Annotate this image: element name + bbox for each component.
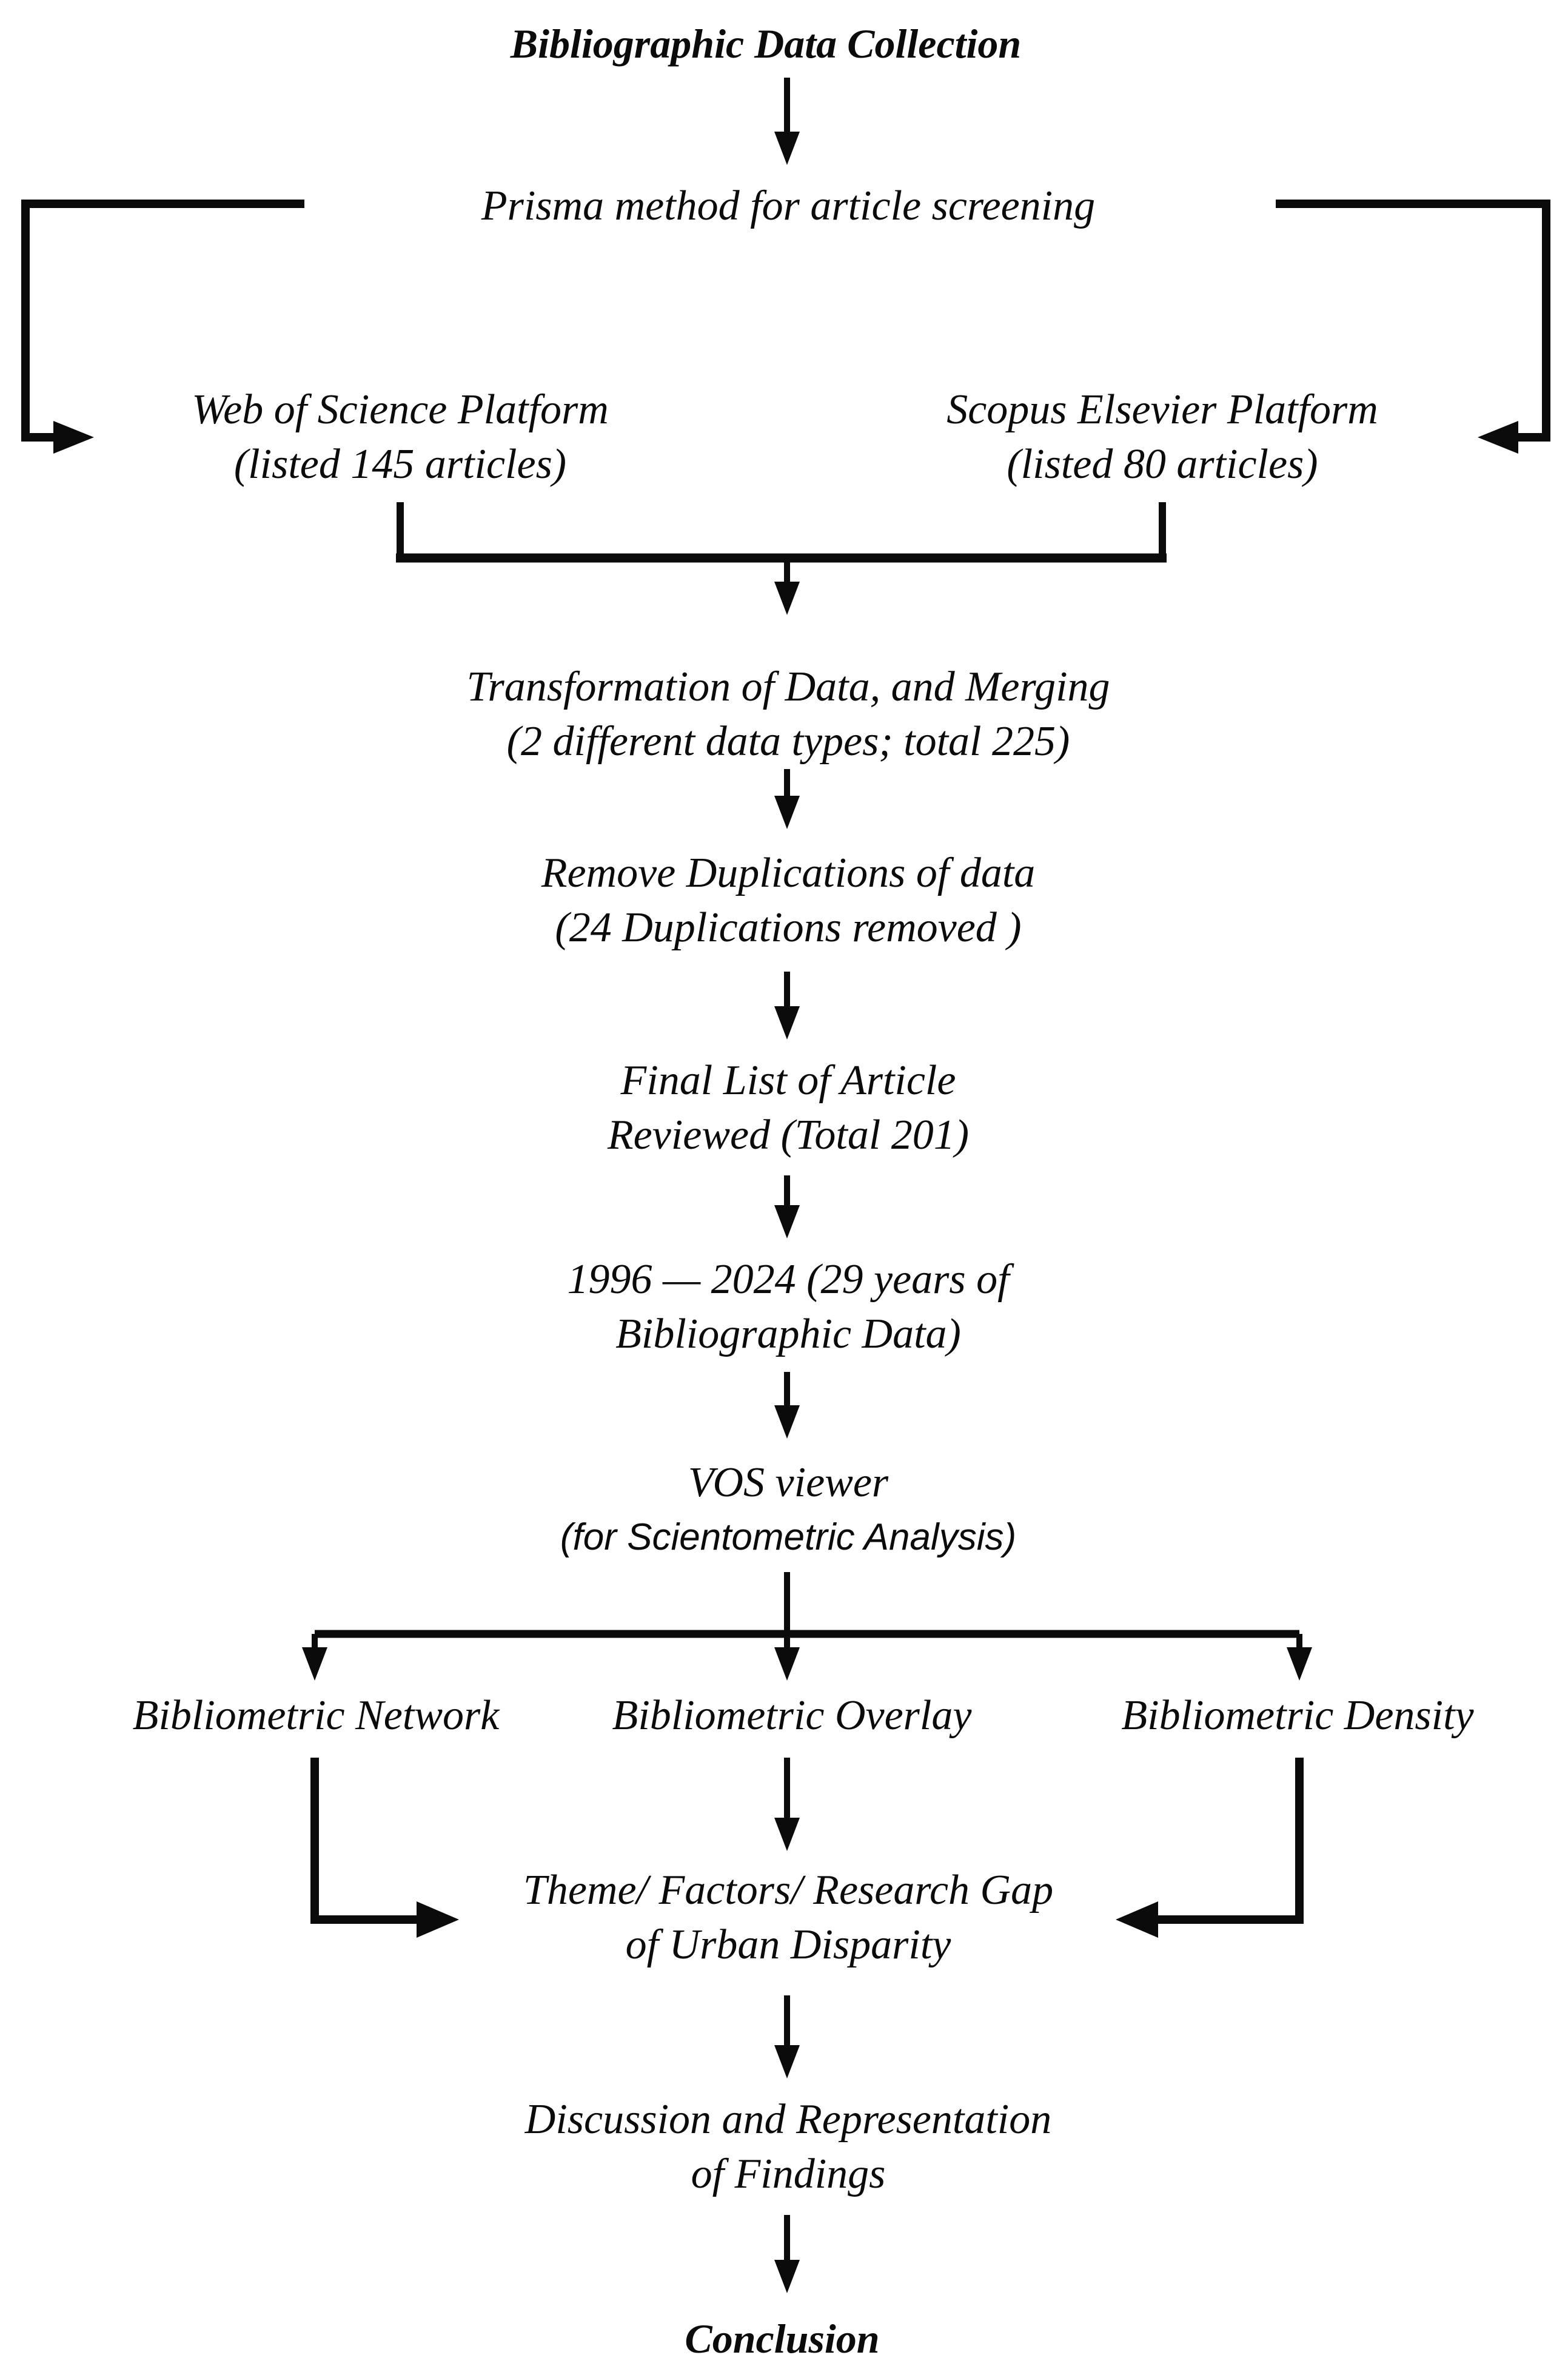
- years-line1: 1996 — 2024 (29 years of: [567, 1256, 1010, 1303]
- conclusion-text: Conclusion: [685, 2316, 880, 2362]
- node-prisma-screening: Prisma method for article screening: [481, 179, 1095, 234]
- arrowhead-theme-to-discussion: [774, 2045, 800, 2078]
- node-bibliometric-overlay: Bibliometric Overlay: [612, 1689, 972, 1743]
- bracket-left-prisma-to-wos: [21, 200, 304, 442]
- wos-detail: (listed 145 articles): [233, 441, 567, 488]
- arrowhead-transform-to-dedup: [774, 796, 800, 829]
- arrowhead-title-to-prisma: [774, 132, 800, 165]
- arrowhead-density-to-theme: [1116, 1901, 1158, 1938]
- wos-name: Web of Science Platform: [192, 386, 609, 433]
- scopus-detail: (listed 80 articles): [1007, 441, 1318, 488]
- arrowhead-into-wos: [53, 421, 94, 454]
- years-line2: Bibliographic Data): [615, 1311, 961, 1357]
- node-years-range: 1996 — 2024 (29 years of Bibliographic D…: [567, 1252, 1009, 1362]
- final-list-line2: Reviewed (Total 201): [607, 1112, 970, 1158]
- bracket-right-prisma-to-scopus: [1276, 200, 1550, 442]
- title-text: Bibliographic Data Collection: [510, 21, 1022, 67]
- arrowhead-dedup-to-final: [774, 1006, 800, 1040]
- arrowhead-branch-center: [774, 1647, 800, 1681]
- prisma-text: Prisma method for article screening: [481, 183, 1096, 229]
- node-title: Bibliographic Data Collection: [511, 16, 1022, 71]
- discussion-line1: Discussion and Representation: [524, 2096, 1052, 2143]
- final-list-line1: Final List of Article: [620, 1057, 956, 1104]
- arrowhead-overlay-to-theme: [774, 1818, 800, 1851]
- dedup-line2: (24 Duplications removed ): [555, 904, 1022, 951]
- theme-line2: of Urban Disparity: [625, 1921, 951, 1968]
- dedup-line1: Remove Duplications of data: [541, 850, 1036, 896]
- node-transformation: Transformation of Data, and Merging (2 d…: [466, 660, 1110, 769]
- arrowhead-final-to-years: [774, 1205, 800, 1238]
- vosviewer-line2: (for Scientometric Analysis): [560, 1516, 1017, 1558]
- branch-network-label: Bibliometric Network: [132, 1692, 500, 1739]
- theme-line1: Theme/ Factors/ Research Gap: [523, 1867, 1054, 1914]
- scopus-name: Scopus Elsevier Platform: [946, 386, 1378, 433]
- elbow-network-to-theme: [310, 1758, 418, 1924]
- arrowhead-into-scopus: [1478, 421, 1518, 454]
- transformation-line2: (2 different data types; total 225): [506, 718, 1070, 765]
- arrowhead-discussion-to-conclusion: [774, 2260, 800, 2293]
- node-bibliometric-network: Bibliometric Network: [133, 1689, 500, 1743]
- node-scopus: Scopus Elsevier Platform (listed 80 arti…: [946, 383, 1378, 492]
- node-vosviewer: VOS viewer (for Scientometric Analysis): [560, 1456, 1016, 1565]
- node-discussion: Discussion and Representation of Finding…: [525, 2092, 1051, 2202]
- branch-overlay-label: Bibliometric Overlay: [612, 1692, 972, 1739]
- node-conclusion: Conclusion: [685, 2311, 879, 2366]
- node-bibliometric-density: Bibliometric Density: [1121, 1689, 1473, 1743]
- node-remove-duplications: Remove Duplications of data (24 Duplicat…: [541, 846, 1036, 955]
- arrowhead-network-to-theme: [417, 1901, 459, 1938]
- arrowhead-branch-left: [302, 1647, 327, 1681]
- transformation-line1: Transformation of Data, and Merging: [466, 664, 1110, 710]
- discussion-line2: of Findings: [691, 2151, 886, 2197]
- branch-density-label: Bibliometric Density: [1121, 1692, 1474, 1739]
- node-web-of-science: Web of Science Platform (listed 145 arti…: [192, 383, 609, 492]
- node-final-list: Final List of Article Reviewed (Total 20…: [608, 1053, 969, 1163]
- arrowhead-branch-right: [1287, 1647, 1312, 1681]
- vosviewer-line1: VOS viewer: [688, 1459, 889, 1506]
- arrowhead-years-to-vos: [774, 1405, 800, 1439]
- elbow-density-to-theme: [1155, 1758, 1304, 1924]
- node-theme-factors-gap: Theme/ Factors/ Research Gap of Urban Di…: [523, 1863, 1053, 1972]
- arrowhead-merge-to-transform: [774, 582, 800, 615]
